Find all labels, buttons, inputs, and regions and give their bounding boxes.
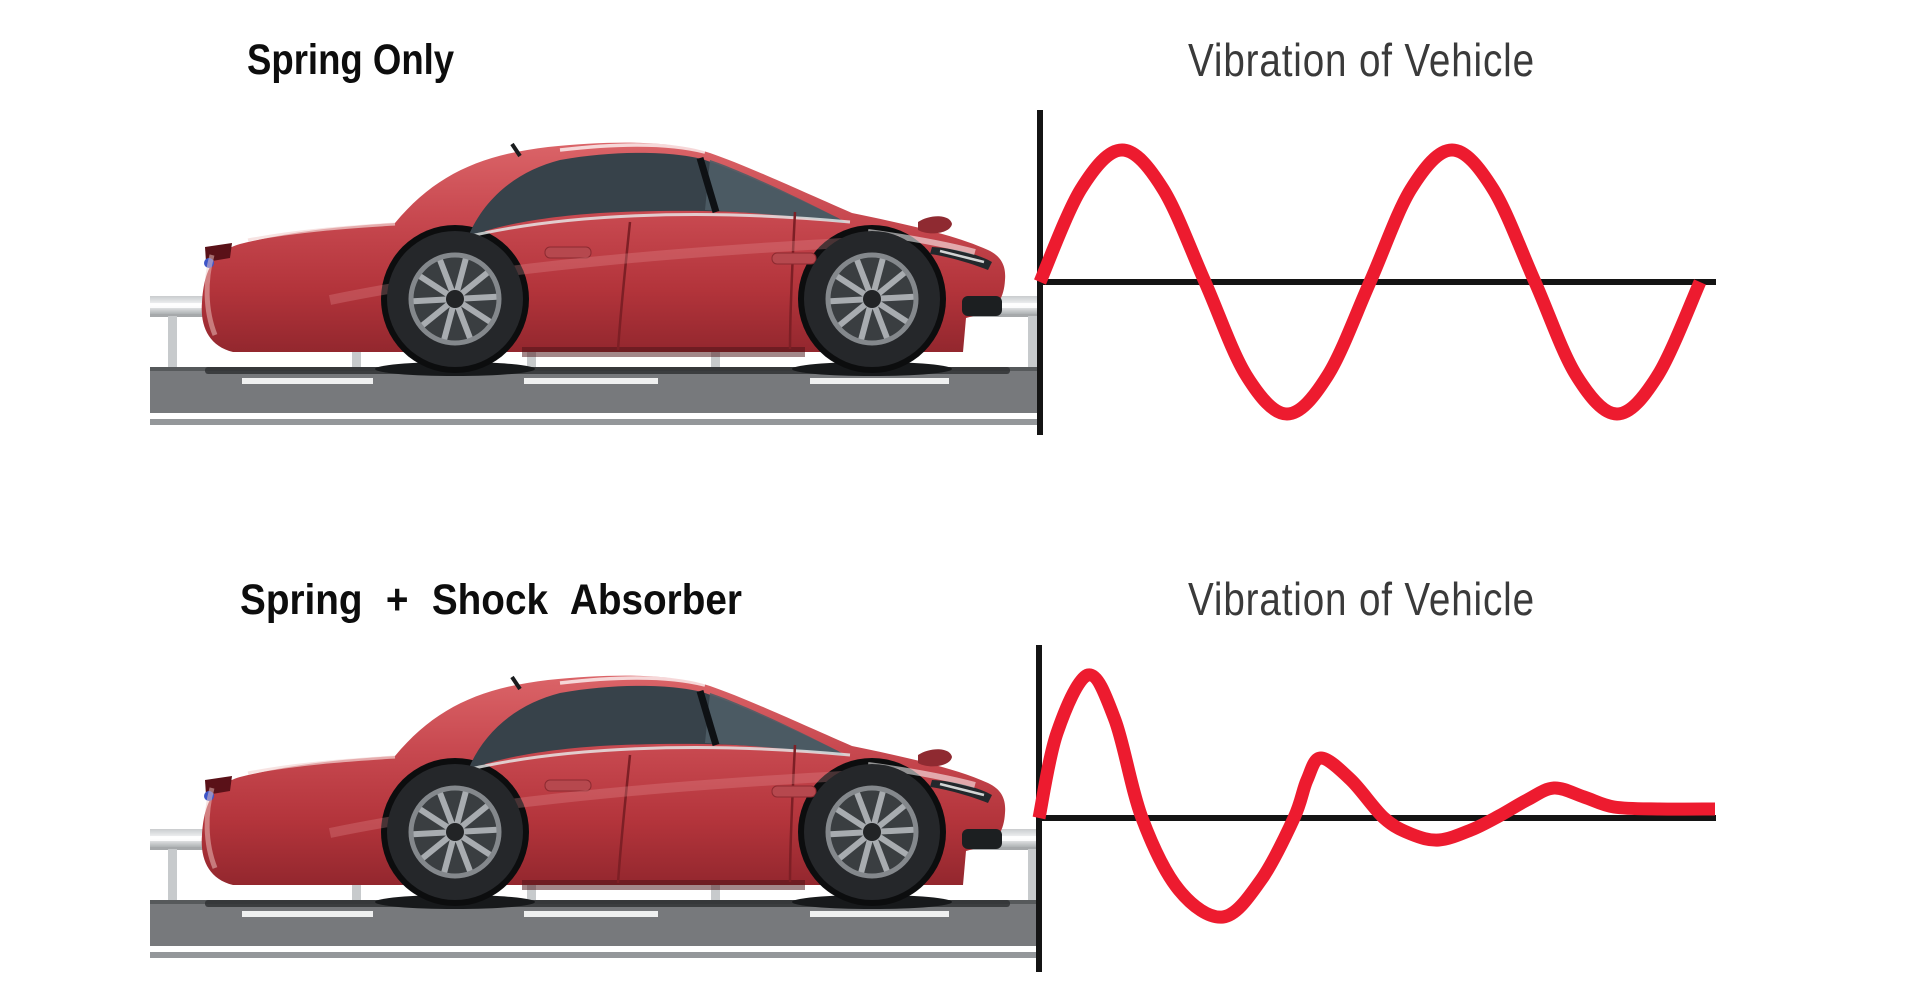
vehicle-scene-bottom [150, 676, 1040, 958]
chart-title-bottom: Vibration of Vehicle [1188, 573, 1535, 625]
panel-title-spring-only: Spring Only [247, 36, 455, 84]
undamped-vibration-chart [1034, 110, 1716, 435]
panel-title-spring-shock-absorber: Spring + Shock Absorber [240, 576, 742, 624]
vehicle-scene-top [150, 143, 1040, 425]
vibration-wave [1034, 143, 1706, 421]
vibration-wave [1032, 668, 1716, 924]
chart-title-top: Vibration of Vehicle [1188, 34, 1535, 86]
damped-vibration-chart [1032, 645, 1716, 972]
